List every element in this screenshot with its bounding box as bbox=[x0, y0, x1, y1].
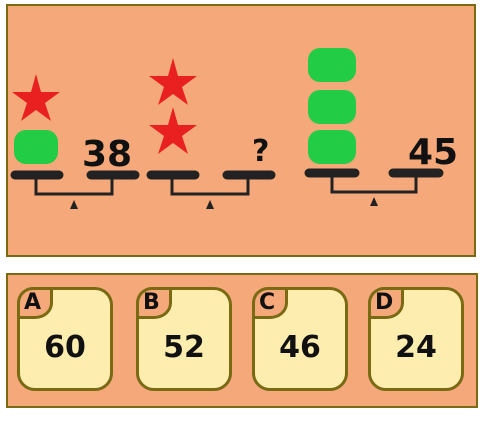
star-icon bbox=[149, 107, 197, 154]
scale-3: 45 bbox=[304, 48, 458, 206]
scale-1: 38 bbox=[10, 74, 140, 209]
scale-2-value: ? bbox=[252, 134, 269, 169]
option-letter: C bbox=[259, 290, 276, 315]
scale-3-beam bbox=[304, 168, 444, 194]
option-letter: B bbox=[143, 290, 160, 315]
option-value: 46 bbox=[279, 330, 321, 365]
green-block-icon bbox=[14, 130, 58, 164]
option-letter: D bbox=[375, 290, 394, 315]
scale-2: ? bbox=[146, 58, 276, 209]
scale-1-value: 38 bbox=[82, 134, 132, 175]
balance-scales: 38 ? 45 bbox=[10, 48, 458, 209]
option-badge: D bbox=[368, 287, 404, 319]
green-block-icon bbox=[308, 90, 356, 124]
star-icon bbox=[149, 58, 197, 105]
scale-2-beam bbox=[146, 170, 276, 196]
option-badge: B bbox=[136, 287, 172, 319]
green-block-icon bbox=[308, 48, 356, 82]
answer-option-d[interactable]: D 24 bbox=[368, 287, 464, 391]
puzzle-panel: 38 ? 45 bbox=[6, 4, 476, 257]
option-value: 52 bbox=[163, 330, 205, 365]
option-badge: C bbox=[252, 287, 288, 319]
answer-panel: A 60 B 52 C 46 D 24 bbox=[6, 273, 478, 408]
scale-3-fulcrum bbox=[370, 197, 378, 206]
answer-option-b[interactable]: B 52 bbox=[136, 287, 232, 391]
answer-option-c[interactable]: C 46 bbox=[252, 287, 348, 391]
star-icon bbox=[12, 74, 60, 121]
option-value: 24 bbox=[395, 330, 437, 365]
option-letter: A bbox=[24, 290, 42, 315]
scale-3-value: 45 bbox=[408, 132, 458, 173]
scale-1-fulcrum bbox=[70, 200, 78, 209]
answer-option-a[interactable]: A 60 bbox=[17, 287, 113, 391]
green-block-icon bbox=[308, 130, 356, 164]
scale-2-fulcrum bbox=[206, 200, 214, 209]
option-badge: A bbox=[17, 287, 53, 319]
option-value: 60 bbox=[44, 330, 86, 365]
scale-1-beam bbox=[10, 170, 140, 196]
